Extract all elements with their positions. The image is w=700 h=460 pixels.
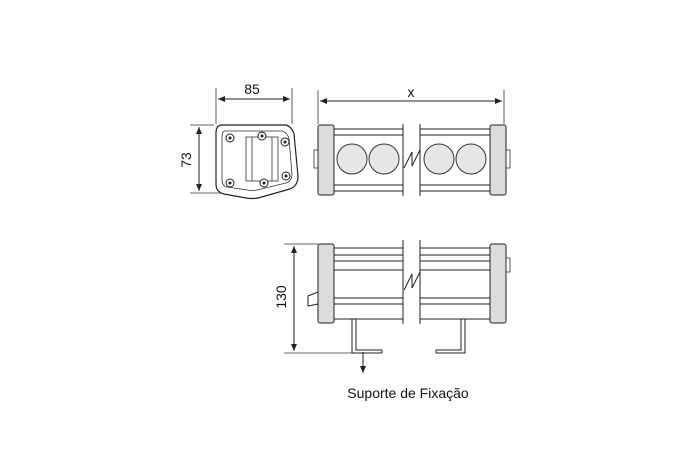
side-right-end-cap	[489, 243, 507, 324]
end-view: 85 73	[178, 81, 299, 200]
width-dimension-label: 85	[244, 81, 260, 97]
end-housing-inner-outline	[221, 130, 293, 191]
lens	[423, 143, 455, 175]
screw-icon	[280, 137, 290, 147]
top-view: x	[313, 84, 511, 196]
lens	[455, 143, 487, 175]
right-end-cap	[489, 124, 507, 196]
screw-icon	[225, 133, 235, 143]
height-dimension: 73	[178, 124, 226, 194]
top-body-left	[334, 128, 403, 192]
screw-icon	[281, 171, 291, 181]
mounting-bracket-left	[351, 319, 383, 354]
lens	[336, 143, 368, 175]
left-end-cap	[317, 124, 335, 196]
mounting-bracket-right	[435, 319, 466, 354]
screw-icon	[257, 131, 267, 141]
lens	[368, 143, 400, 175]
top-body-right	[420, 128, 490, 192]
length-dimension-label: x	[408, 84, 415, 100]
length-dimension: x	[317, 84, 505, 124]
screw-icon	[225, 178, 235, 188]
side-body-left	[334, 247, 403, 320]
width-dimension: 85	[215, 81, 293, 124]
side-body-right	[420, 247, 490, 320]
end-housing-outline	[215, 124, 299, 200]
break-symbol	[403, 149, 421, 169]
mounting-bracket-label: Suporte de Fixação	[347, 385, 469, 401]
side-left-end-cap	[317, 243, 335, 324]
side-height-dimension: 130	[273, 243, 352, 354]
height-dimension-label: 73	[178, 152, 194, 168]
screw-icon	[259, 178, 269, 188]
side-view: 130 Suporte de Fixação	[273, 240, 511, 401]
side-height-dimension-label: 130	[273, 285, 289, 309]
side-break-symbol	[403, 271, 421, 291]
